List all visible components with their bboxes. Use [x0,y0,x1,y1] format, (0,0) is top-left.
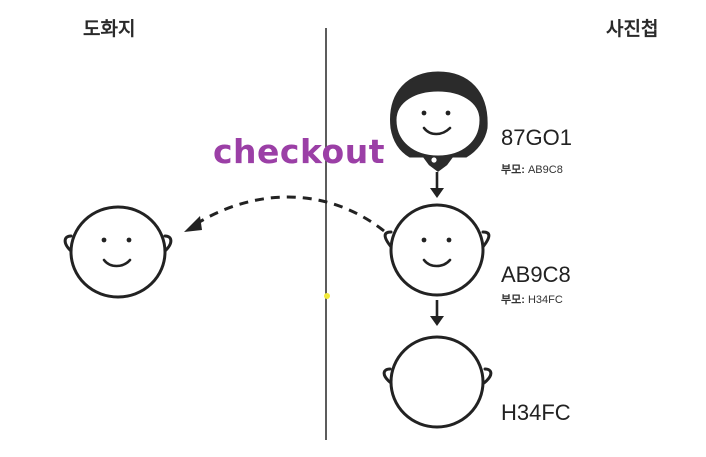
commit-face-H34FC [382,335,493,429]
commit-id-2: AB9C8 [501,262,571,287]
parent-prefix-2: 부모: [501,294,525,306]
checkout-label: checkout [213,132,385,171]
yellow-marker [324,293,330,299]
arrow-down-2 [430,300,444,326]
checkout-arrow [184,195,385,233]
canvas-header: 도화지 [83,18,136,40]
arrow-down-1 [430,172,444,198]
album-header: 사진첩 [606,18,659,40]
commit-id-3: H34FC [501,400,571,425]
commit-face-AB9C8 [383,203,491,297]
commit-parent-1: 부모: AB9C8 [501,161,563,177]
commit-id-1: 87GO1 [501,125,572,150]
commit-parent-2: 부모: H34FC [501,291,563,307]
parent-prefix-1: 부모: [501,164,525,176]
parent-id-1: AB9C8 [527,164,563,176]
checkout-face [63,205,173,299]
parent-id-2: H34FC [527,294,563,306]
commit-face-87GO1 [390,71,488,172]
